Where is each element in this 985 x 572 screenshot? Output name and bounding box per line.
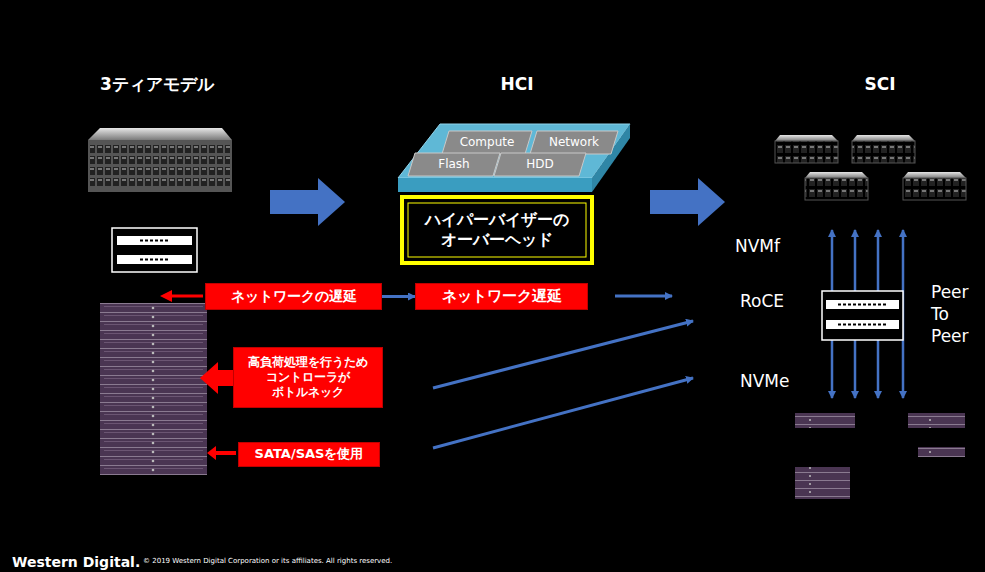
box-fill [206,284,382,310]
blue-arrow [433,296,693,448]
box-border [402,197,592,263]
copyright: © 2019 Western Digital Corporation or it… [143,557,392,566]
issue-box: 高負荷処理を行うため コントローラが ボトルネック [233,347,383,408]
node-text: Network [549,135,599,150]
column-title: HCI [500,73,533,95]
red-arrow [160,290,236,460]
box-fill [416,284,588,310]
component-tile: Flash [408,153,500,176]
component-tile: HDD [494,153,586,176]
storage-array [100,303,207,475]
switch-icon [112,228,197,272]
protocol-label: Peer To Peer [931,281,983,347]
issue-box: SATA/SASを使用 [238,442,380,467]
server-icon [775,135,966,200]
logo-text: Western Digital. [12,553,140,571]
storage-unit [795,413,965,499]
big-arrow [650,178,725,226]
tile-shape [530,131,618,154]
switch-icon [822,291,903,340]
protocol-label: NVMe [740,370,789,392]
connector-arrow [382,295,415,298]
big-arrow [270,178,345,226]
issue-box: ネットワークの遅延 [205,283,382,310]
box-inner-border [408,203,586,257]
tile-shape [494,153,586,176]
node-text: Flash [438,157,469,172]
node-text: SATA/SASを使用 [255,446,364,462]
overhead-box: ハイパーバイザーの オーバーヘッド [400,195,594,265]
node-text: ハイパーバイザーの オーバーヘッド [408,210,586,250]
column-title: SCI [864,73,895,95]
hci-slab [398,124,630,192]
node-text: HDD [526,157,554,172]
component-tile: Network [530,131,618,154]
tile-shape [408,153,500,176]
protocol-label: NVMf [735,235,780,257]
node-text: 高負荷処理を行うため コントローラが ボトルネック [240,355,376,400]
tile-shape [442,131,532,154]
server-icon [88,128,232,192]
node-text: Compute [460,135,515,150]
node-text: ネットワークの遅延 [231,288,357,306]
node-text: ネットワーク遅延 [442,287,562,306]
protocol-label: RoCE [740,290,784,312]
issue-box: ネットワーク遅延 [415,283,588,310]
box-fill [239,443,380,467]
column-title: 3ティアモデル [100,73,214,95]
box-fill [234,348,383,408]
component-tile: Compute [442,131,532,154]
